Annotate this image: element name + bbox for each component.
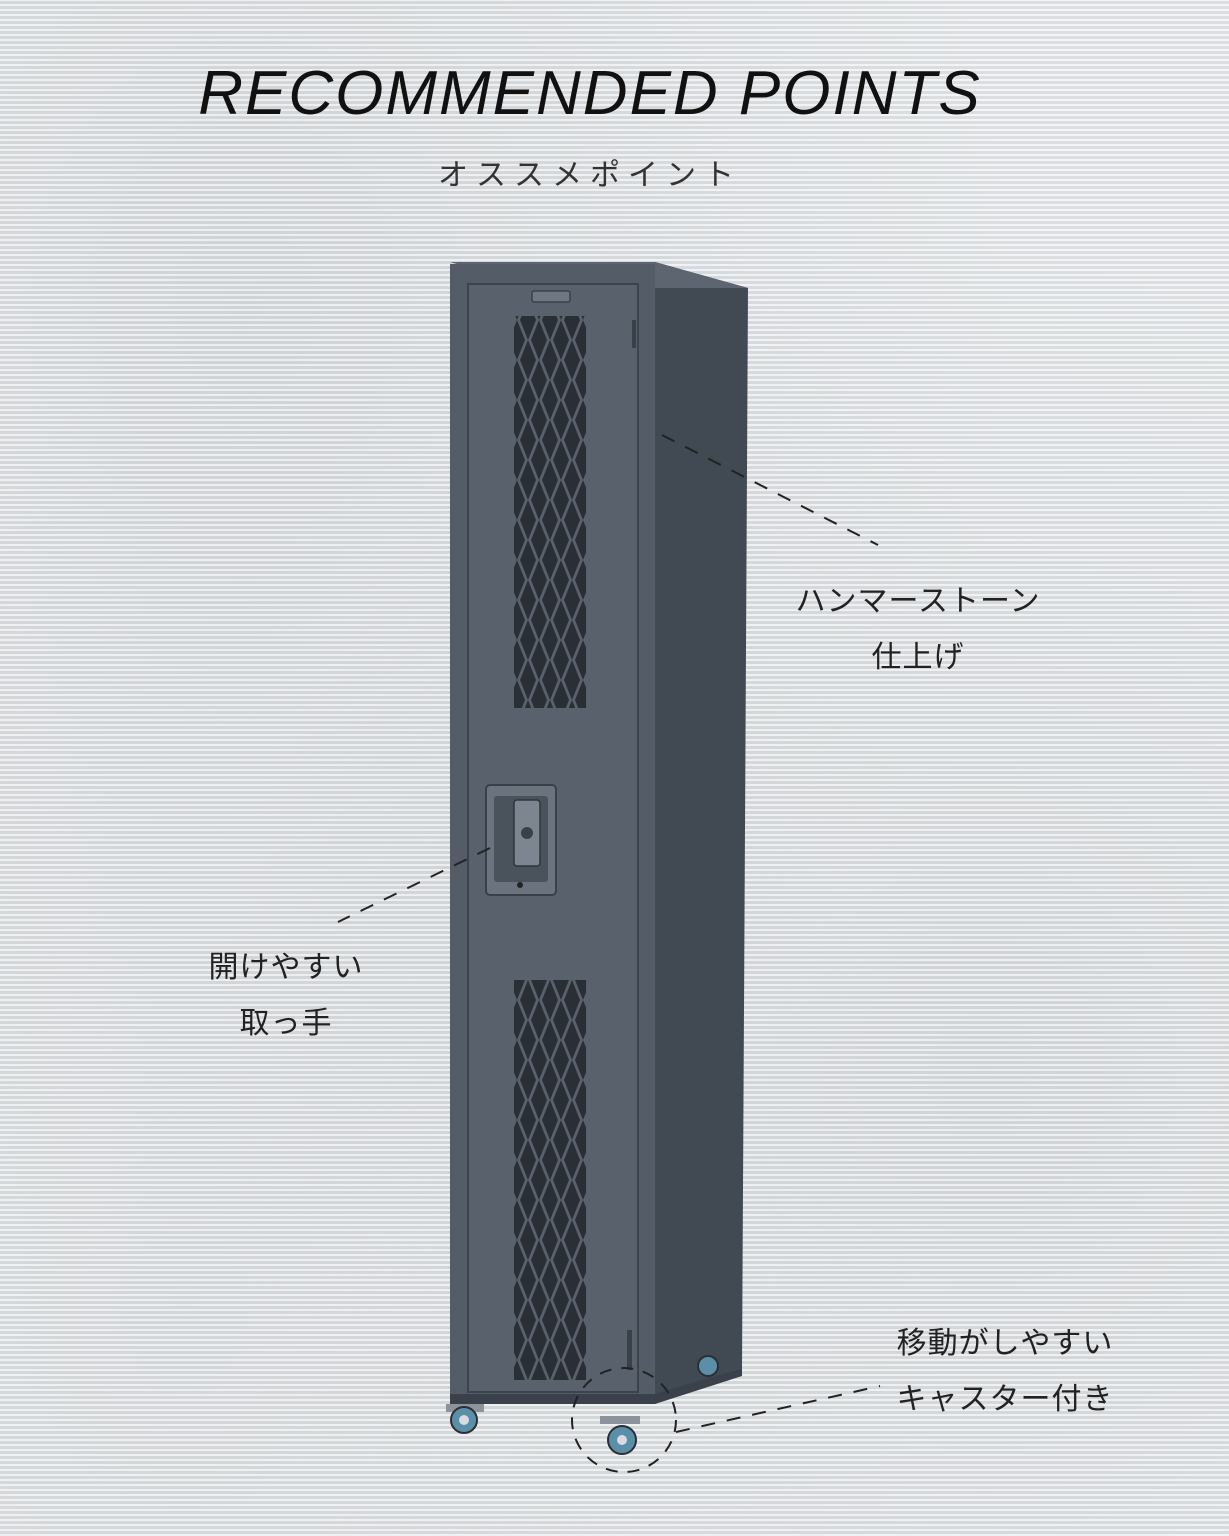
upper-vent	[514, 316, 586, 708]
nameplate	[531, 290, 571, 303]
callout-handle-line2: 取っ手	[239, 1006, 333, 1041]
callout-handle: 開けやすい 取っ手	[198, 940, 374, 1052]
handle-leader-line	[337, 847, 491, 923]
hinge-bottom	[627, 1330, 632, 1370]
callout-finish-line1: ハンマーストーン	[795, 584, 1041, 619]
door-handle	[485, 784, 557, 896]
caster-front-left	[446, 1404, 484, 1434]
hinge-top	[632, 320, 636, 348]
lower-vent	[514, 980, 586, 1380]
caster-highlight-circle	[571, 1367, 677, 1473]
callout-finish: ハンマーストーン 仕上げ	[790, 574, 1046, 686]
callout-casters-line2: キャスター付き	[896, 1382, 1114, 1417]
caster-leader-line	[675, 1385, 881, 1433]
callout-casters: 移動がしやすい キャスター付き	[890, 1316, 1120, 1428]
caster-front-right	[600, 1416, 640, 1455]
callout-casters-line1: 移動がしやすい	[896, 1326, 1114, 1361]
callout-handle-line1: 開けやすい	[208, 950, 364, 985]
caster-back-right	[697, 1355, 719, 1377]
page-subtitle: オススメポイント	[438, 158, 742, 193]
callout-finish-line2: 仕上げ	[871, 640, 965, 675]
locker-base	[450, 1368, 742, 1404]
locker-side-panel	[655, 262, 748, 1395]
page-title: RECOMMENDED POINTS	[198, 59, 982, 128]
